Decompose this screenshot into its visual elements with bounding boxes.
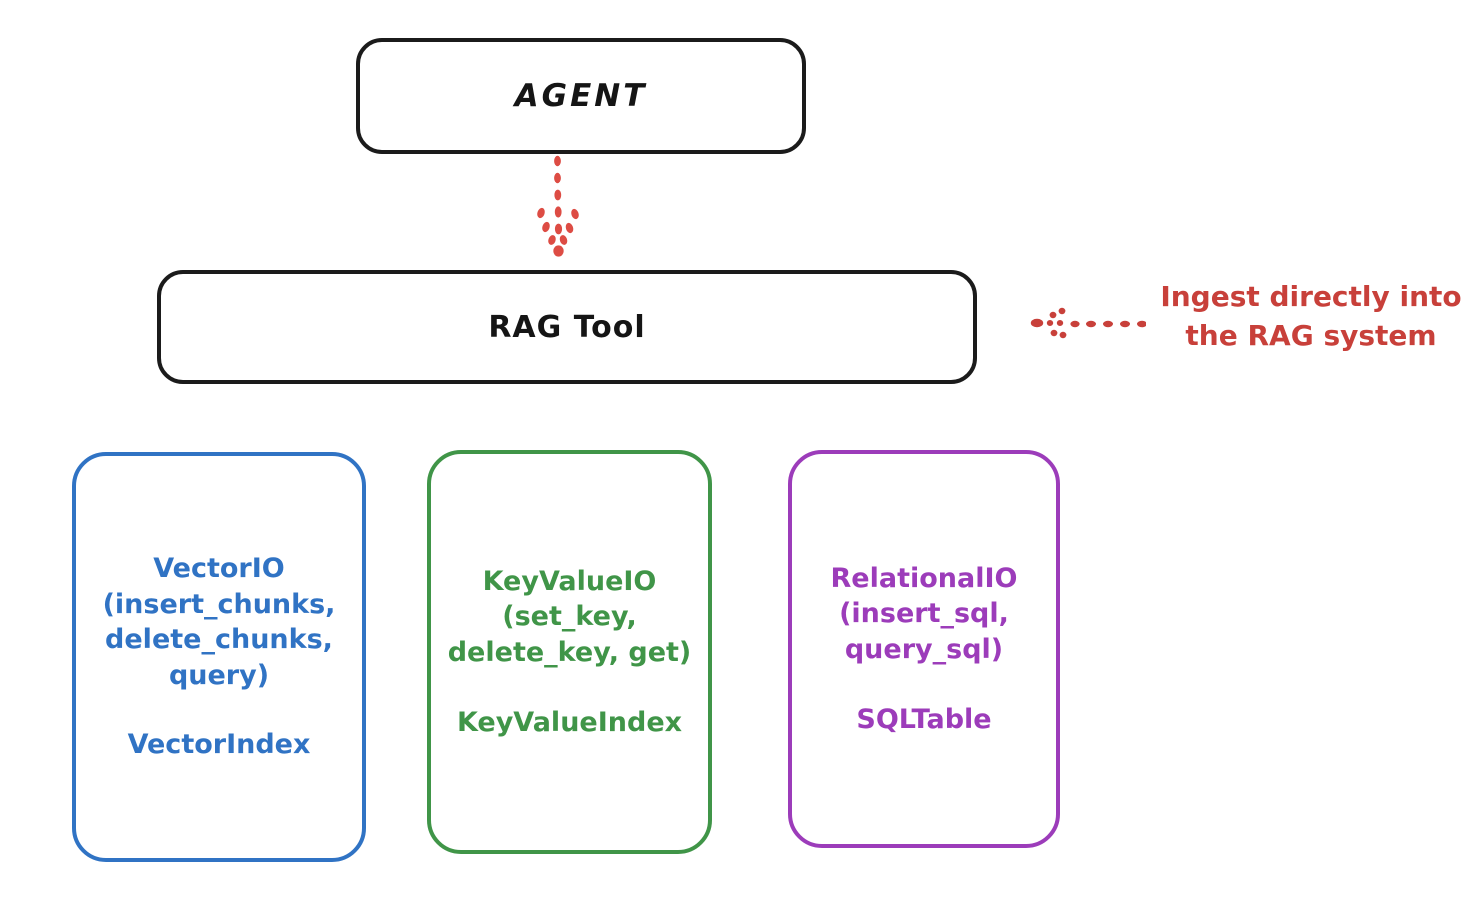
- dotted-arrowhead: [537, 207, 579, 257]
- ingest-annotation: Ingest directly into the RAG system: [1024, 278, 1474, 366]
- sql-table-label: SQLTable: [856, 703, 992, 735]
- agent-to-rag-tool-connector: [500, 155, 620, 275]
- agent-node[interactable]: AGENT: [356, 38, 806, 154]
- rag-tool-node-label: RAG Tool: [488, 309, 646, 345]
- relational-io-api-label: RelationalIO (insert_sql, query_sql): [830, 562, 1018, 665]
- key-value-io-node[interactable]: KeyValueIO (set_key, delete_key, get) Ke…: [427, 450, 712, 854]
- key-value-index-label: KeyValueIndex: [456, 706, 683, 738]
- vector-index-label: VectorIndex: [127, 729, 311, 761]
- relational-io-node[interactable]: RelationalIO (insert_sql, query_sql) SQL…: [788, 450, 1060, 848]
- agent-node-label: AGENT: [514, 78, 648, 114]
- ingest-arrow-icon: [1024, 300, 1147, 346]
- key-value-io-api-label: KeyValueIO (set_key, delete_key, get): [447, 565, 692, 668]
- vector-io-node[interactable]: VectorIO (insert_chunks, delete_chunks, …: [72, 452, 366, 862]
- dotted-line-segments: [1070, 320, 1147, 328]
- vector-io-api-label: VectorIO (insert_chunks, delete_chunks, …: [102, 552, 336, 691]
- dotted-arrowhead: [1030, 307, 1067, 339]
- rag-tool-node[interactable]: RAG Tool: [157, 270, 977, 384]
- ingest-annotation-text: Ingest directly into the RAG system: [1160, 280, 1462, 352]
- dotted-line-segments: [554, 155, 562, 218]
